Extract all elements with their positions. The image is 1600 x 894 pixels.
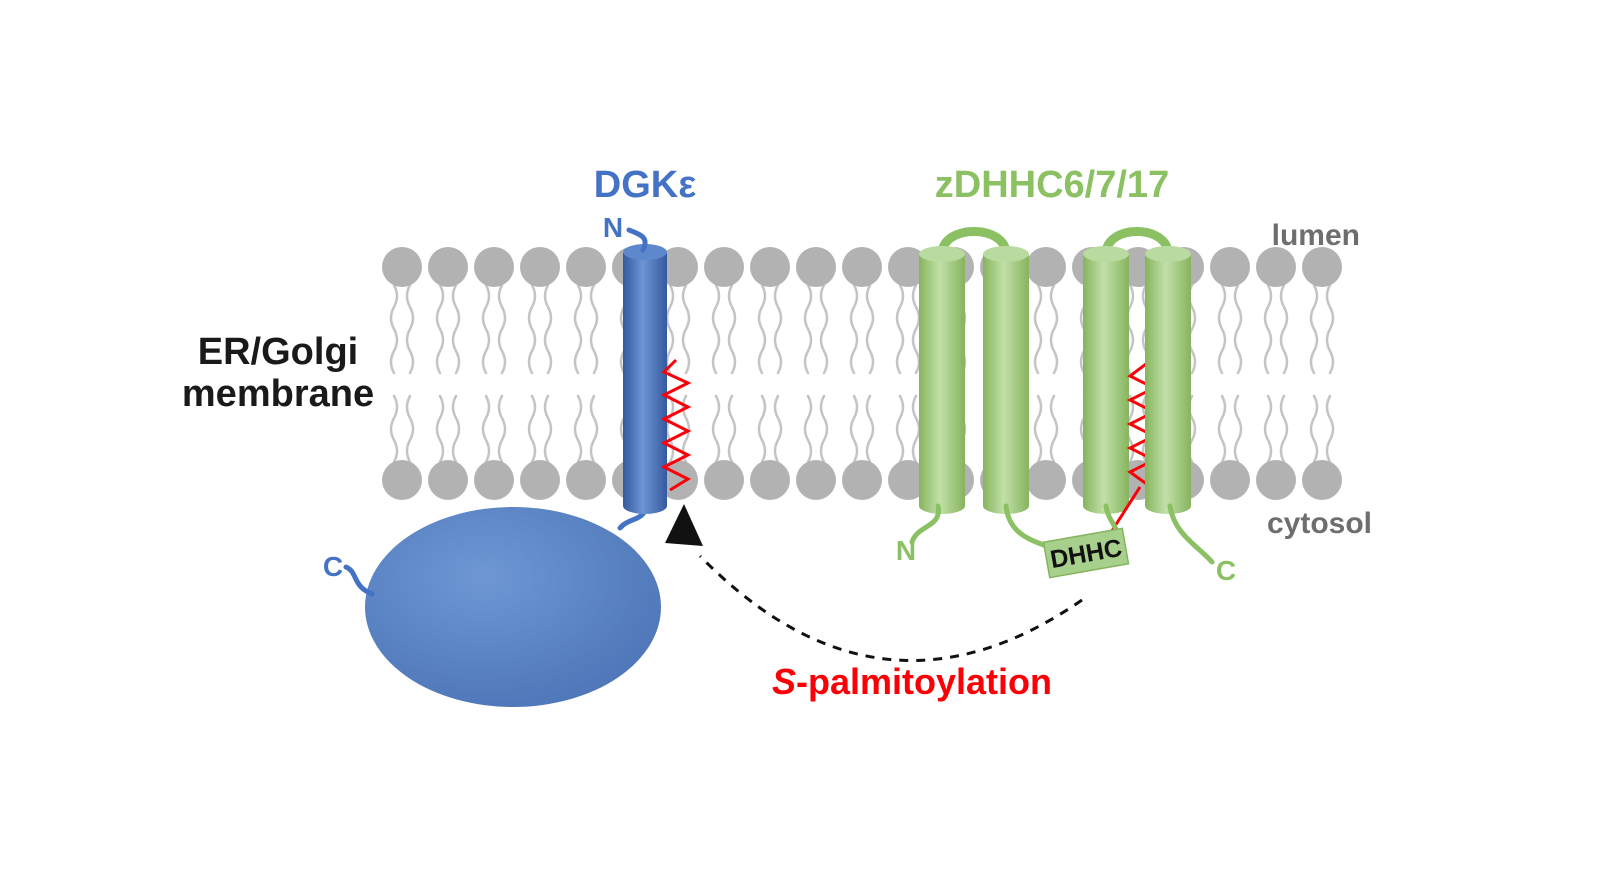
s-palmitoylation-label: S-palmitoylation — [772, 661, 1052, 702]
dgke-title: DGKε — [594, 164, 696, 206]
dgke-tm-helix — [623, 244, 667, 514]
lumen-label: lumen — [1272, 219, 1360, 252]
zdhhc-title: zDHHC6/7/17 — [935, 164, 1169, 206]
membrane-label-line1: ER/Golgi — [198, 331, 358, 373]
zdhhc-tm1 — [919, 246, 965, 514]
s-palmitoylation-label-rest: -palmitoylation — [796, 661, 1052, 702]
zdhhc-c-terminus-squiggle — [1167, 503, 1215, 565]
zdhhc-tm2 — [983, 246, 1029, 514]
zdhhc-tm4 — [1145, 246, 1191, 514]
dgke-c-terminus-label: C — [323, 551, 343, 582]
dhhc-domain-box: DHHC — [1042, 527, 1130, 579]
zdhhc-loop-tm3-tm4 — [1101, 227, 1173, 259]
dgke-n-terminus-label: N — [603, 212, 623, 243]
membrane-label-line2: membrane — [182, 373, 374, 415]
dgke-cytosolic-domain — [365, 507, 661, 707]
lipid-bilayer — [382, 247, 1342, 500]
s-palmitoylation-label-s: S — [772, 661, 796, 702]
s-palmitoylation-arrow — [698, 554, 1083, 662]
zdhhc-n-terminus-label: N — [896, 535, 916, 566]
dgke-c-terminus-squiggle — [343, 564, 375, 597]
palmitoyl-chain-dgke — [660, 358, 692, 492]
arrowhead-icon — [665, 504, 703, 546]
dgke-n-terminus-squiggle — [626, 227, 648, 253]
zdhhc-c-terminus-label: C — [1216, 555, 1236, 586]
zdhhc-loop-tm1-tm2 — [937, 227, 1011, 259]
zdhhc-tm3 — [1083, 246, 1129, 514]
cytosol-label: cytosol — [1267, 507, 1372, 540]
zdhhc-n-terminus-squiggle — [909, 503, 941, 545]
